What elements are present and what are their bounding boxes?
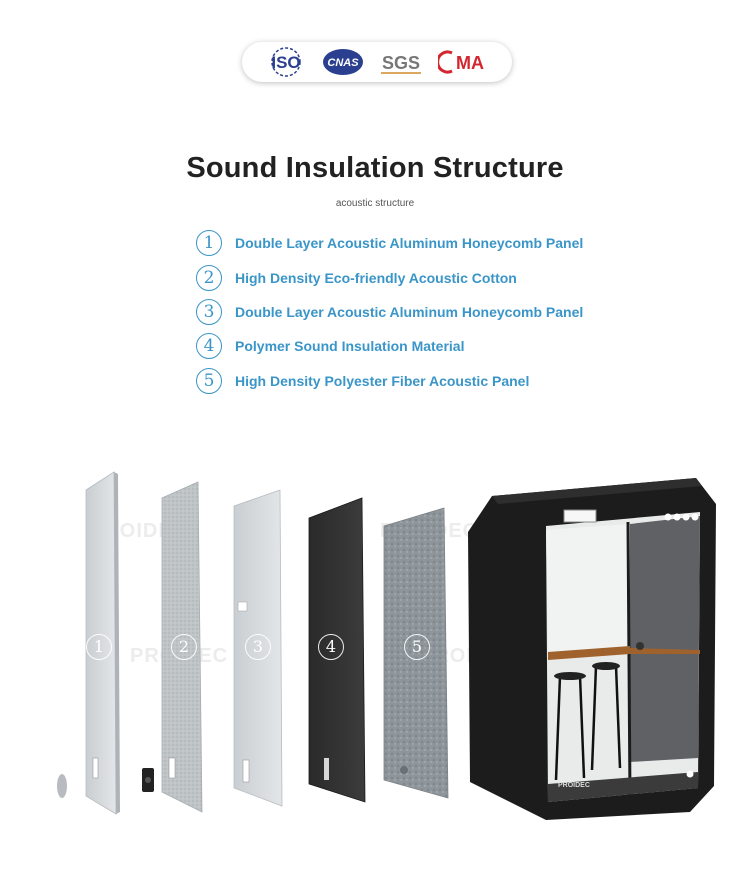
layer-label: Polymer Sound Insulation Material (235, 338, 465, 354)
layer-label: High Density Polyester Fiber Acoustic Pa… (235, 373, 530, 389)
panels-svg (57, 471, 716, 820)
layer-number-badge: 5 (196, 368, 222, 394)
layer-number-badge: 1 (196, 230, 222, 256)
sgs-logo: SGS (377, 46, 425, 78)
layer-number-badge: 4 (196, 333, 222, 359)
layer-item-2: 2 High Density Eco-friendly Acoustic Cot… (196, 263, 517, 293)
layer-label: Double Layer Acoustic Aluminum Honeycomb… (235, 304, 584, 320)
cnas-logo: CNAS (321, 46, 365, 78)
panel-number-5: 5 (404, 634, 430, 660)
page-title: Sound Insulation Structure (186, 152, 564, 184)
iso-text: ISO (272, 53, 301, 72)
panel-number-2: 2 (171, 634, 197, 660)
layer-item-4: 4 Polymer Sound Insulation Material (196, 331, 464, 361)
layer-number-badge: 3 (196, 299, 222, 325)
panel-number-1: 1 (86, 634, 112, 660)
side-switch-piece (142, 768, 154, 792)
cma-text: MA (456, 53, 484, 73)
product-illustration: PROIDEC PROIDEC PROIDEC PROIDEC (0, 440, 750, 878)
panel-number-3: 3 (245, 634, 271, 660)
certification-bar: ISO CNAS SGS MA (242, 42, 512, 82)
side-handle-piece (57, 774, 67, 798)
page-subtitle: acoustic structure (335, 198, 415, 209)
phone-booth (468, 478, 716, 820)
layer-item-5: 5 High Density Polyester Fiber Acoustic … (196, 366, 529, 396)
cnas-text: CNAS (327, 57, 359, 69)
layer-item-3: 3 Double Layer Acoustic Aluminum Honeyco… (196, 297, 583, 327)
layer-label: Double Layer Acoustic Aluminum Honeycomb… (235, 235, 584, 251)
sgs-text: SGS (382, 53, 420, 73)
cma-logo: MA (437, 46, 490, 78)
layer-item-1: 1 Double Layer Acoustic Aluminum Honeyco… (196, 228, 583, 258)
panel-number-4: 4 (318, 634, 344, 660)
layer-label: High Density Eco-friendly Acoustic Cotto… (235, 270, 517, 286)
layer-number-badge: 2 (196, 265, 222, 291)
booth-brand-label: PROIDEC (558, 782, 590, 789)
iso-logo: ISO (264, 46, 308, 78)
